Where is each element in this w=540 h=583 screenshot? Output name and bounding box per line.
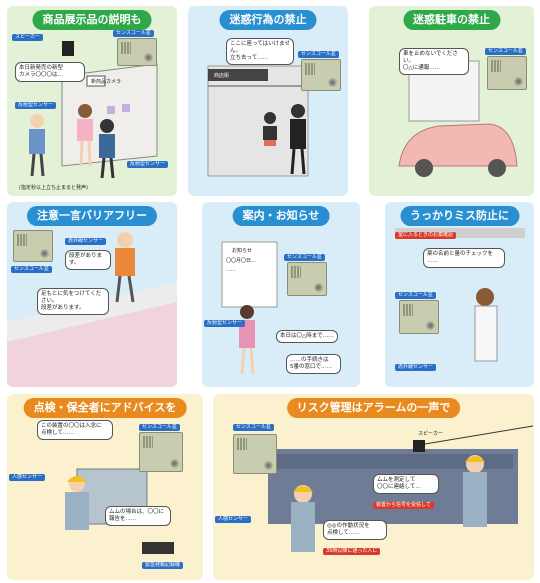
sensor-call-unit xyxy=(287,262,327,296)
infrared-sensor-tag: 赤外線センサー xyxy=(65,238,107,245)
panel-maintenance: 点検・保全者にアドバイスを この装置の〇〇は入念に 点検して…… センスコール並… xyxy=(7,394,203,580)
illustration-product-display xyxy=(29,41,158,179)
illustration-parking xyxy=(398,60,518,177)
infrared-sensor-tag: 赤外線センサー xyxy=(395,364,437,371)
panel-announcement: 案内・お知らせ お知らせ 〇〇月〇日… …… センスコール並 反射型センサー 本… xyxy=(202,202,360,387)
motion-sensor-tag: 人感センサー xyxy=(215,516,252,523)
sign-label: 新商品カメラ xyxy=(91,79,122,85)
shelf-tag: 室に入るときのお薬確認 xyxy=(395,232,457,239)
sensor-call-tag: センスコール並 xyxy=(298,51,339,58)
sensor-call-tag: センスコール並 xyxy=(485,48,526,55)
speech-bubble-hours: 本日は〇△時まで…… xyxy=(276,330,338,343)
panel-parking: 迷惑駐車の禁止 センスコール並 車を止めないでください。 〇△に通報…… xyxy=(369,6,534,196)
sensor-call-unit xyxy=(301,59,341,91)
panel-title: 案内・お知らせ xyxy=(232,206,330,226)
speech-bubble-window: ……の手続きは 5番の窓口で…… xyxy=(286,354,341,374)
shop-sign: 商店街 xyxy=(214,73,230,79)
sensor-call-tag: センスコール並 xyxy=(11,266,52,273)
illustration-barrier-free xyxy=(7,232,177,387)
sensor-call-unit xyxy=(139,432,183,472)
panel-mistake-prevention: うっかりミス防止に 室に入るときのお薬確認 センスコール並 赤外線センサー 薬の… xyxy=(385,202,534,387)
speech-bubble-report: ムムの場合は、〇〇に 報告を…… xyxy=(105,506,171,526)
speech-bubble-long: 足もとに気をつけてください。 段差があります。 xyxy=(37,288,109,315)
sensor-call-tag: センスコール並 xyxy=(139,424,180,431)
sensor-call-unit xyxy=(487,56,527,90)
time-tag: 35時以降に通った人に xyxy=(323,548,381,555)
speech-bubble: 車を止めないでください。 〇△に通報…… xyxy=(399,48,469,75)
speech-bubble-inspect: ◎◎の作動状況を 点検して…… xyxy=(323,520,387,540)
speech-bubble: 本日新発売の新型 カメラ〇〇〇は… xyxy=(15,62,85,82)
notice-line-2: …… xyxy=(226,267,236,273)
signal-tag: 装置から信号を受信して xyxy=(373,502,434,509)
panel-nuisance: 迷惑行為の禁止 センスコール並 商店街 ここに座ってはいけません。 立ち去って…… xyxy=(188,6,348,196)
panel-title: うっかりミス防止に xyxy=(400,206,519,226)
illustration-risk-management xyxy=(268,425,534,552)
reflect-sensor-left-tag: 反射型センサー xyxy=(15,102,57,109)
speech-bubble-check: この装置の〇〇は入念に 点検して…… xyxy=(37,420,113,440)
sensor-call-unit xyxy=(13,230,53,262)
panel-title: 注意一言バリアフリー xyxy=(27,206,157,226)
panel-product-display: 商品展示品の説明も スピーカー センスコール並 新商品カメラ 本日新発売の新型 … xyxy=(7,6,177,196)
recorder-tag: 緊急発報記録機 xyxy=(142,562,184,569)
panel-barrier-free: 注意一言バリアフリー センスコール並 赤外線センサー 段差があります。 足もとに… xyxy=(7,202,177,387)
speech-bubble: 薬の名前と量のチェックを …… xyxy=(423,248,505,268)
notice-line-1: 〇〇月〇日… xyxy=(226,258,257,264)
speech-bubble-measure: ムムを測定して 〇〇に連絡して… xyxy=(373,474,439,494)
sensor-call-tag: センスコール並 xyxy=(233,424,274,431)
speaker-label: スピーカー xyxy=(418,431,444,437)
motion-sensor-tag: 人感センサー xyxy=(9,474,46,481)
reflect-sensor-right-tag: 反射型センサー xyxy=(127,161,169,168)
sensor-call-tag: センスコール並 xyxy=(284,254,325,261)
speech-bubble-short: 段差があります。 xyxy=(65,250,111,270)
sensor-call-unit xyxy=(399,300,439,334)
panel-title: 迷惑行為の禁止 xyxy=(219,10,317,30)
reflect-sensor-tag: 反射型センサー xyxy=(204,320,246,327)
sensor-call-tag: センスコール並 xyxy=(113,30,154,37)
notice-title: お知らせ xyxy=(232,248,252,254)
sensor-call-unit xyxy=(233,434,277,474)
illustration-announcement xyxy=(221,241,278,375)
panel-title: 商品展示品の説明も xyxy=(32,10,152,30)
panel-title: リスク管理はアラームの一声で xyxy=(286,398,461,418)
caption: (指定秒以上立ち止まると発声) xyxy=(19,185,88,191)
illustration-nuisance xyxy=(207,65,309,177)
illustration-mistake-prevention xyxy=(395,228,525,362)
speaker-tag: スピーカー xyxy=(12,34,44,41)
speech-bubble: ここに座ってはいけません。 立ち去って…… xyxy=(226,38,294,65)
sensor-call-unit xyxy=(117,38,157,66)
panel-title: 点検・保全者にアドバイスを xyxy=(23,398,187,418)
panel-title: 迷惑駐車の禁止 xyxy=(403,10,500,30)
panel-risk-management: リスク管理はアラームの一声で センスコール並 スピーカー 人感センサー ムムを測… xyxy=(213,394,534,580)
sensor-call-tag: センスコール並 xyxy=(395,292,436,299)
